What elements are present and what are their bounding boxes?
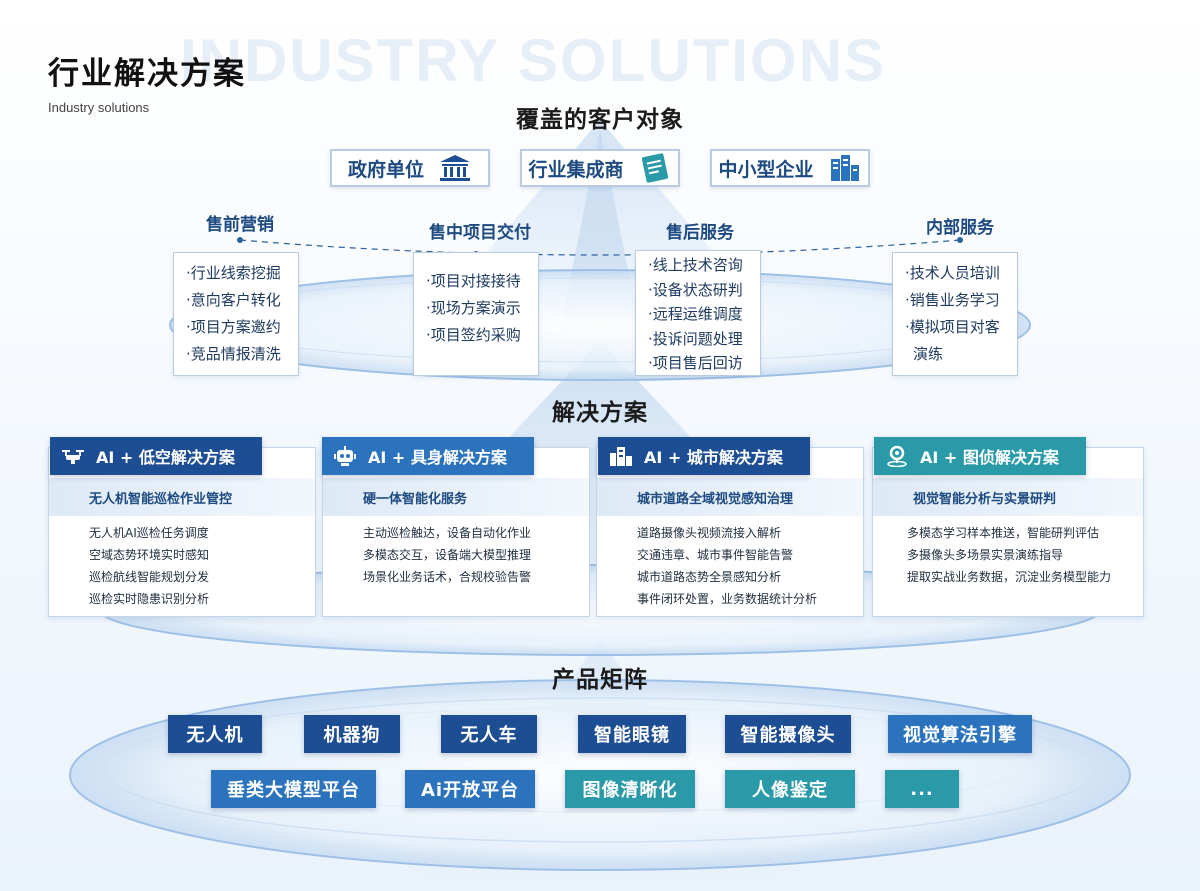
solution-subtitle: 无人机智能巡检作业管控 — [49, 478, 315, 516]
solution-card-embodied: 硬一体智能化服务 主动巡检触达，设备自动化作业 多模态交互，设备端大模型推理 场… — [322, 447, 590, 617]
list-item: 多模态学习样本推送，智能研判评估 — [907, 526, 1100, 540]
product-image-enhancement[interactable]: 图像清晰化 — [565, 770, 695, 808]
service-delivery-box: ·项目对接接待 ·现场方案演示 ·项目签约采购 — [413, 252, 539, 376]
list-item: ·项目签约采购 — [426, 326, 521, 344]
service-internal-box: ·技术人员培训 ·销售业务学习 ·模拟项目对客 演练 — [892, 252, 1018, 376]
product-more[interactable]: ... — [885, 770, 959, 808]
service-delivery-title: 售中项目交付 — [429, 223, 531, 243]
list-item: ·项目对接接待 — [426, 272, 521, 290]
page-title: 行业解决方案 — [48, 56, 246, 92]
product-vision-engine[interactable]: 视觉算法引擎 — [888, 715, 1032, 753]
list-item: 无人机AI巡检任务调度 — [89, 526, 209, 540]
list-item: 道路摄像头视频流接入解析 — [637, 526, 782, 540]
solution-card-forensics: 视觉智能分析与实景研判 多模态学习样本推送，智能研判评估 多摄像头多场景实景演练… — [872, 447, 1144, 617]
list-item: 演练 — [913, 345, 944, 363]
list-item: ·技术人员培训 — [905, 264, 1000, 282]
list-item: ·竞品情报清洗 — [186, 345, 281, 363]
solution-tab-embodied[interactable]: AI + 具身解决方案 — [322, 437, 534, 475]
product-smart-camera[interactable]: 智能摄像头 — [725, 715, 851, 753]
list-item: ·投诉问题处理 — [648, 329, 743, 348]
solution-tab-label: AI + 图侦解决方案 — [920, 448, 1059, 467]
solution-card-lowaltitude: 无人机智能巡检作业管控 无人机AI巡检任务调度 空域态势环境实时感知 巡检航线智… — [48, 447, 316, 617]
list-item: 主动巡检触达，设备自动化作业 — [363, 526, 532, 540]
list-item: ·项目方案邀约 — [186, 318, 281, 336]
solution-subtitle: 视觉智能分析与实景研判 — [873, 478, 1143, 516]
service-presales-box: ·行业线索挖掘 ·意向客户转化 ·项目方案邀约 ·竞品情报清洗 — [173, 252, 299, 376]
solution-subtitle: 硬一体智能化服务 — [323, 478, 589, 516]
list-item: 事件闭环处置，业务数据统计分析 — [637, 592, 818, 606]
service-presales-title: 售前营销 — [206, 215, 274, 235]
service-aftersales-title: 售后服务 — [666, 223, 734, 243]
list-item: 场景化业务话术，合规校验告警 — [363, 570, 532, 584]
list-item: ·项目售后回访 — [648, 354, 743, 372]
product-smart-glasses[interactable]: 智能眼镜 — [578, 715, 686, 753]
solution-tab-forensics[interactable]: AI + 图侦解决方案 — [874, 437, 1086, 475]
list-item: ·远程运维调度 — [648, 305, 743, 323]
watermark-text: INDUSTRY SOLUTIONS — [180, 27, 887, 94]
list-item: 城市道路态势全景感知分析 — [637, 570, 782, 584]
product-portrait-identification[interactable]: 人像鉴定 — [725, 770, 855, 808]
solution-tab-label: AI + 具身解决方案 — [368, 448, 507, 467]
list-item: 多摄像头多场景实景演练指导 — [907, 548, 1064, 562]
list-item: ·模拟项目对客 — [905, 318, 1000, 336]
product-ai-open-platform[interactable]: Ai开放平台 — [405, 770, 535, 808]
list-item: 空域态势环境实时感知 — [89, 548, 210, 562]
customer-label: 中小型企业 — [718, 158, 814, 181]
office-buildings-icon — [830, 155, 859, 181]
solution-subtitle: 城市道路全域视觉感知治理 — [597, 478, 863, 516]
list-item: ·现场方案演示 — [426, 299, 521, 317]
robot-icon — [334, 446, 356, 466]
customer-government: 政府单位 — [330, 149, 490, 187]
government-building-icon — [440, 155, 470, 181]
list-item: ·线上技术咨询 — [648, 256, 743, 274]
drone-icon — [62, 450, 84, 464]
page-subtitle: Industry solutions — [48, 100, 150, 115]
customer-integrator: 行业集成商 — [520, 149, 680, 187]
customer-label: 政府单位 — [347, 158, 424, 181]
list-item: 多模态交互，设备端大模型推理 — [363, 548, 532, 562]
solution-tab-label: AI + 低空解决方案 — [96, 448, 235, 467]
product-vertical-llm-platform[interactable]: 垂类大模型平台 — [211, 770, 376, 808]
list-item: 提取实战业务数据，沉淀业务模型能力 — [907, 570, 1112, 584]
solution-tab-lowaltitude[interactable]: AI + 低空解决方案 — [50, 437, 262, 475]
customer-sme: 中小型企业 — [710, 149, 870, 187]
document-list-icon — [641, 153, 668, 183]
products-title: 产品矩阵 — [552, 667, 648, 693]
list-item: ·意向客户转化 — [186, 291, 281, 309]
solution-tab-label: AI + 城市解决方案 — [644, 448, 783, 467]
service-internal-title: 内部服务 — [926, 218, 994, 238]
customers-title: 覆盖的客户对象 — [516, 107, 684, 133]
list-item: 交通违章、城市事件智能告警 — [637, 548, 794, 562]
location-scan-icon — [887, 445, 907, 467]
product-drone[interactable]: 无人机 — [168, 715, 262, 753]
service-aftersales-box: ·线上技术咨询 ·设备状态研判 ·远程运维调度 ·投诉问题处理 ·项目售后回访 — [635, 250, 761, 376]
list-item: ·设备状态研判 — [648, 280, 743, 299]
list-item: 巡检实时隐患识别分析 — [89, 592, 210, 606]
product-unmanned-vehicle[interactable]: 无人车 — [441, 715, 537, 753]
solutions-title: 解决方案 — [552, 400, 648, 426]
list-item: 巡检航线智能规划分发 — [89, 570, 210, 584]
solution-card-city: 城市道路全域视觉感知治理 道路摄像头视频流接入解析 交通违章、城市事件智能告警 … — [596, 447, 864, 617]
customer-label: 行业集成商 — [528, 158, 624, 181]
product-robot-dog[interactable]: 机器狗 — [304, 715, 400, 753]
city-icon — [610, 447, 632, 466]
list-item: ·销售业务学习 — [905, 291, 1000, 309]
list-item: ·行业线索挖掘 — [186, 264, 281, 282]
solution-tab-city[interactable]: AI + 城市解决方案 — [598, 437, 810, 475]
